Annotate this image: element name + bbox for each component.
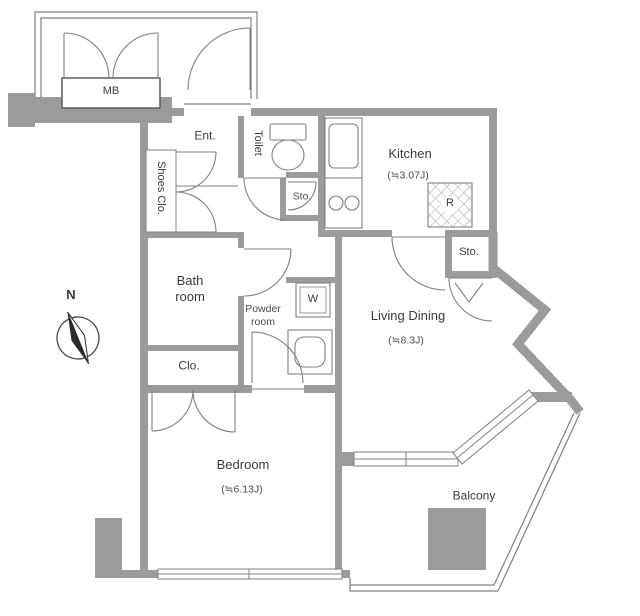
room-label-bathroom: Bath room	[175, 272, 205, 304]
wall-segment	[280, 215, 324, 221]
mb-door-arc	[112, 32, 159, 79]
room-label-balcony: Balcony	[452, 488, 496, 503]
washing-machine	[295, 282, 331, 318]
fridge-label: R	[446, 197, 454, 210]
room-label-shoes-closet: Shoes Clo.	[154, 161, 167, 215]
washer-label: W	[307, 293, 319, 306]
door-swings	[63, 27, 493, 433]
wall-segment	[167, 108, 184, 116]
bedroom-window	[157, 568, 343, 580]
room-label-bedroom: Bedroom	[216, 456, 270, 472]
closet-door-arc	[151, 389, 194, 432]
wall-segment	[445, 230, 452, 278]
room-label-storage-hall: Sto.	[292, 190, 312, 203]
room-label-closet: Clo.	[178, 358, 200, 373]
wall-segment	[342, 452, 356, 466]
shoes-closet-door-arc	[175, 191, 217, 233]
wall-segment	[238, 351, 244, 385]
meter-box	[61, 77, 161, 109]
room-label-ent: Ent.	[194, 128, 216, 143]
wall-segment	[238, 116, 244, 178]
storage-door-arc	[287, 181, 317, 211]
room-label-powder-room: Powder room	[245, 302, 281, 328]
shoes-closet-outline	[145, 149, 177, 233]
interior-lines	[145, 149, 304, 390]
kitchen-counter	[324, 117, 363, 229]
wall-segment	[140, 232, 244, 238]
closet-door-arc	[192, 389, 236, 433]
living-bay-window	[452, 389, 539, 465]
room-label-mb: MB	[102, 85, 120, 98]
wall-segment	[304, 385, 342, 393]
shoes-closet-door-arc	[175, 151, 217, 193]
room-size-bedroom: (≒6.13J)	[221, 483, 263, 496]
wall-segment	[445, 271, 497, 278]
kitchen-sink	[328, 123, 359, 169]
stove-burner	[328, 195, 344, 211]
wall-segment	[318, 230, 392, 237]
wall-segment	[286, 277, 337, 283]
windows	[157, 389, 539, 580]
compass-icon	[56, 311, 100, 365]
storage-right-door-arc	[448, 277, 493, 322]
toilet-door-arc	[243, 177, 287, 221]
wall-diagonal	[488, 232, 584, 415]
room-label-toilet: Toilet	[251, 130, 264, 156]
compass-north-label: N	[66, 286, 76, 302]
room-label-kitchen: Kitchen	[388, 145, 432, 161]
room-label-storage-living: Sto.	[459, 246, 479, 259]
wall-segment	[238, 296, 244, 351]
wall-segment	[335, 237, 342, 578]
stove-burner	[344, 195, 360, 211]
wall-segment	[280, 178, 286, 221]
wall-segment	[238, 232, 244, 248]
wall-segment	[251, 108, 497, 116]
mb-door-arc	[63, 32, 110, 79]
living-door-arc	[391, 236, 446, 291]
common-corridor-outline	[34, 11, 258, 105]
entrance-door-arc	[187, 27, 251, 91]
room-size-living-dining: (≒8.3J)	[388, 334, 424, 347]
wall-segment	[140, 385, 252, 393]
balcony-railing	[349, 412, 581, 592]
wall-segment	[489, 108, 497, 274]
wall-segment	[530, 392, 572, 402]
washbasin	[287, 329, 333, 375]
balcony-block	[428, 508, 486, 570]
wall-segment	[8, 93, 35, 127]
refrigerator	[427, 182, 473, 228]
wall-segment	[445, 230, 497, 237]
wall-segment	[95, 518, 122, 578]
bathroom-door-arc	[243, 248, 292, 297]
bedroom-door-arc	[251, 331, 304, 384]
room-label-living-dining: Living Dining	[370, 307, 446, 323]
room-size-kitchen: (≒3.07J)	[387, 169, 429, 182]
wall-segment	[140, 345, 244, 351]
living-window	[353, 451, 459, 467]
toilet-fixture	[269, 123, 307, 171]
wall-segment	[286, 172, 324, 178]
